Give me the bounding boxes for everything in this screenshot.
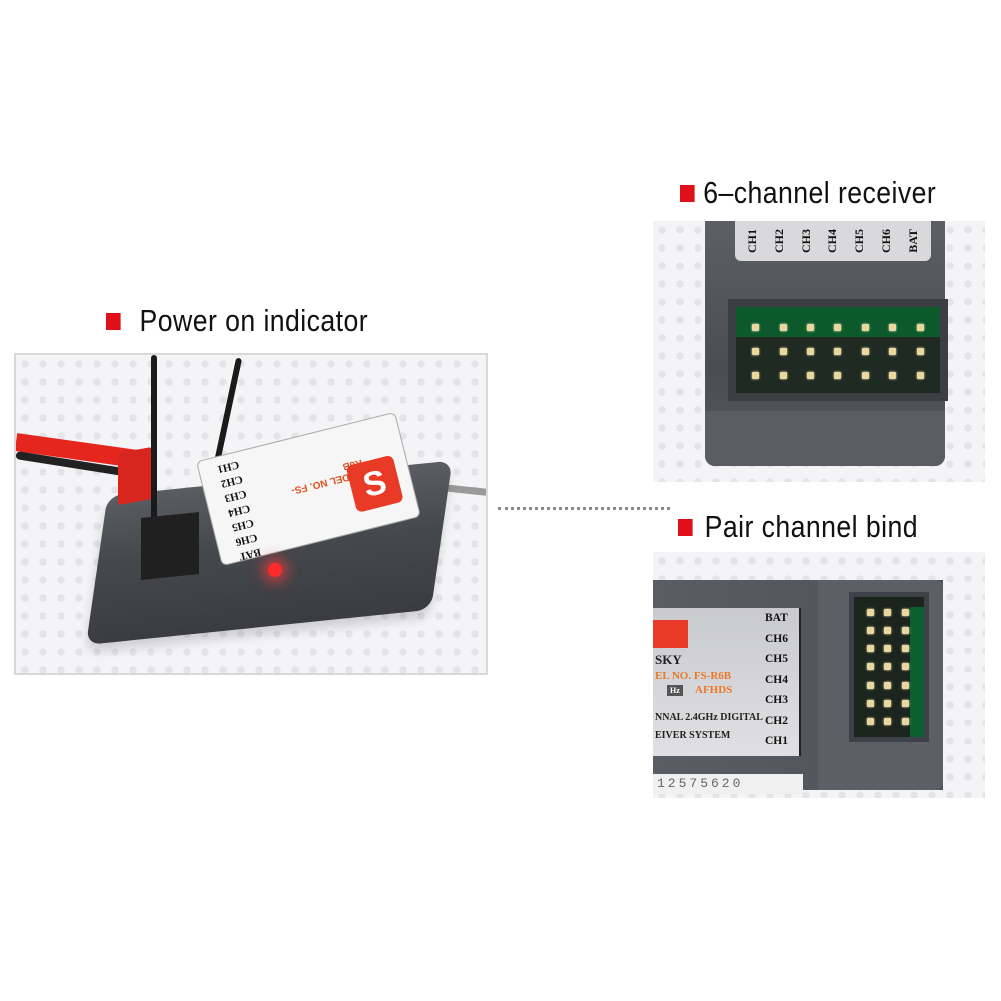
dotted-connector-line xyxy=(498,507,670,510)
antenna-wire xyxy=(151,355,157,520)
photo-six-channel-receiver: CH1 CH2 CH3 CH4 CH5 CH6 BAT xyxy=(653,221,985,482)
system-text-line2: EIVER SYSTEM xyxy=(655,730,731,741)
model-number-text: EL NO. FS-R6B xyxy=(655,670,732,682)
photo-pair-channel-bind: SKY EL NO. FS-R6B Hz AFHDS NNAL 2.4GHz D… xyxy=(653,552,985,798)
circuit-board xyxy=(736,307,940,337)
bullet-square-icon xyxy=(680,184,695,202)
caption-six-channel-receiver: 6–channel receiver xyxy=(680,175,936,211)
pin-header-grid xyxy=(862,603,914,731)
caption-power-on-indicator: Power on indicator xyxy=(106,303,368,339)
caption-text: Power on indicator xyxy=(139,303,369,338)
afhds-text: AFHDS xyxy=(695,684,733,696)
caption-pair-channel-bind: Pair channel bind xyxy=(678,509,918,545)
channel-label-strip: CH1 CH2 CH3 CH4 CH5 CH6 BAT xyxy=(735,221,931,261)
caption-text: 6–channel receiver xyxy=(703,175,937,210)
brand-logo-icon xyxy=(653,620,688,648)
circuit-board xyxy=(910,607,924,737)
brand-logo-icon: S xyxy=(345,454,404,513)
pin-header-grid xyxy=(742,315,934,387)
serial-number-sticker: 12575620 xyxy=(653,774,803,794)
power-led-icon xyxy=(268,563,282,577)
pin-header-window xyxy=(849,592,929,742)
photo-receiver-power-on: BAT CH6 CH5 CH4 CH3 CH2 CH1 MODEL NO. FS… xyxy=(14,353,488,675)
receiver-front-lip xyxy=(705,411,945,466)
brand-text: SKY xyxy=(655,652,682,667)
bullet-square-icon xyxy=(106,312,121,330)
caption-text: Pair channel bind xyxy=(704,509,918,544)
system-text-line1: NNAL 2.4GHz DIGITAL xyxy=(655,712,763,723)
bullet-square-icon xyxy=(678,518,693,536)
channel-label-column: BAT CH6 CH5 CH4 CH3 CH2 CH1 xyxy=(765,612,788,747)
pin-header-window xyxy=(728,299,948,401)
hz-badge: Hz xyxy=(667,685,683,696)
black-bind-plug xyxy=(141,511,199,581)
red-connector-plug xyxy=(118,447,152,505)
